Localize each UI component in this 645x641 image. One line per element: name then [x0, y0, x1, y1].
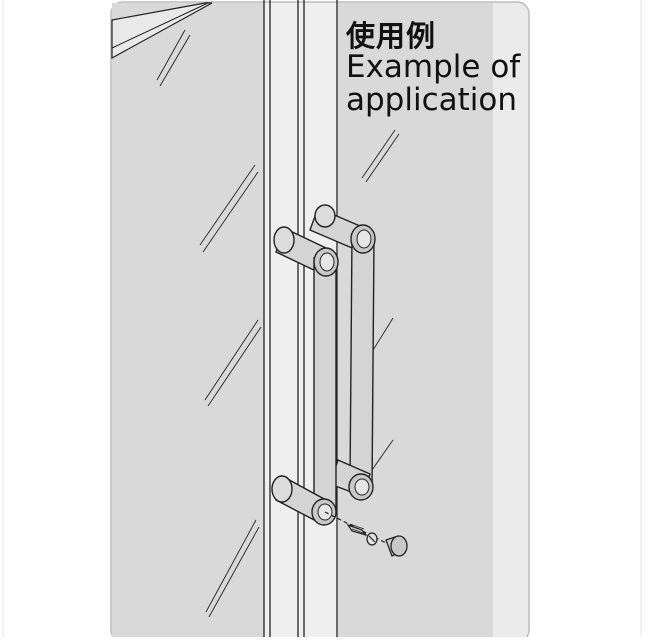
caption: 使用例 Example of application: [346, 22, 520, 117]
caption-english-line2: application: [346, 82, 517, 118]
bar-pull-handle-back: [309, 204, 376, 501]
bar-pull-handle-front: [271, 226, 339, 526]
mounting-screw-icon: [324, 511, 393, 547]
left-glass-panel: [112, 3, 264, 639]
glass-reflections: [156, 29, 400, 618]
left-top-rail: [111, 2, 213, 60]
screw-cap-icon: [385, 535, 408, 557]
caption-japanese: 使用例: [346, 19, 437, 53]
caption-english-line1: Example of: [346, 49, 521, 85]
